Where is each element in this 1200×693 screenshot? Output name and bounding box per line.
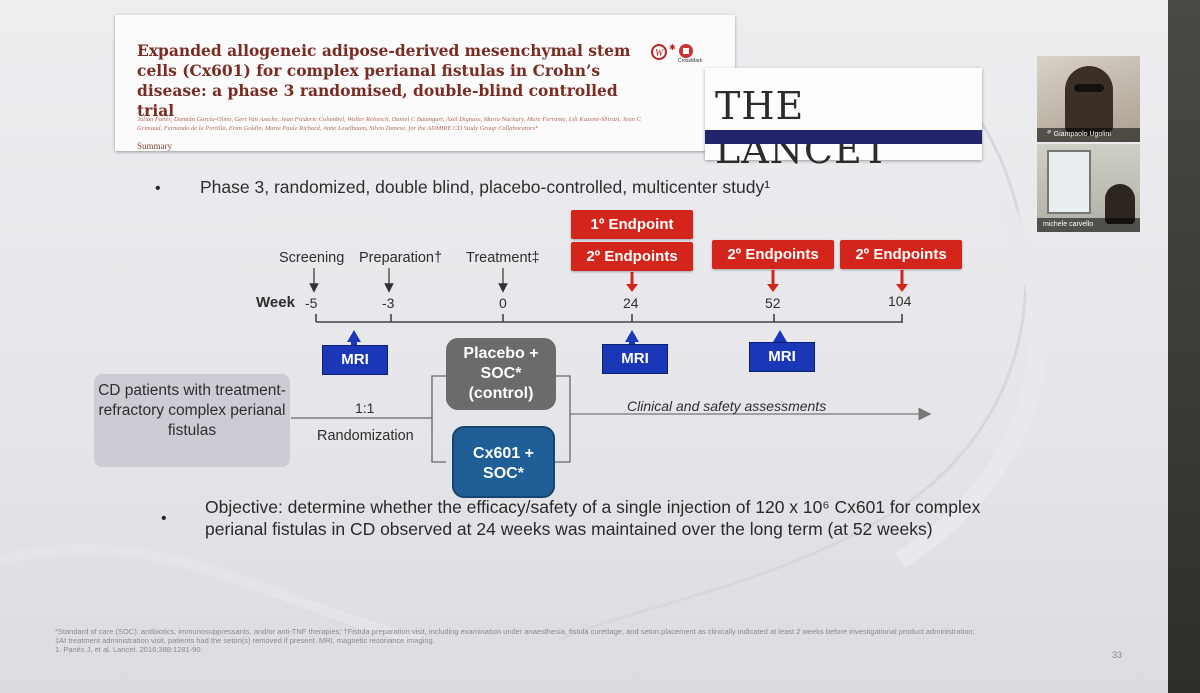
week-label: Week — [256, 294, 295, 311]
week-52: 52 — [765, 295, 781, 311]
presentation-slide: Expanded allogeneic adipose-derived mese… — [0, 0, 1168, 693]
journal-issue-bar — [705, 130, 982, 144]
svg-text:✱: ✱ — [669, 43, 676, 52]
svg-text:W: W — [655, 48, 665, 59]
paper-citation-card: Expanded allogeneic adipose-derived mese… — [115, 15, 735, 151]
glasses-icon — [1074, 84, 1104, 92]
randomization-label: Randomization — [317, 428, 414, 444]
week-0: 0 — [499, 295, 507, 311]
week-104: 104 — [888, 293, 912, 309]
screening-label: Screening — [279, 250, 345, 266]
study-design-bullet: Phase 3, randomized, double blind, place… — [200, 177, 771, 197]
participant-name-1-text: Giampaolo Ugolini — [1053, 131, 1111, 138]
week-24: 24 — [623, 295, 639, 311]
mri-box-week52: MRI — [749, 342, 815, 372]
bullet-dot: • — [155, 180, 161, 197]
window-background — [1047, 150, 1091, 214]
ratio-label: 1:1 — [355, 400, 375, 416]
footnote-2: ‡At treatment administration visit, pati… — [55, 636, 435, 645]
primary-endpoint-box: 1º Endpoint — [571, 210, 693, 239]
page-number: 33 — [1112, 650, 1123, 660]
mri-box-week24: MRI — [602, 344, 668, 374]
paper-authors: Julián Panés, Damián García-Olmo, Gert V… — [137, 116, 641, 132]
week-minus3: -3 — [382, 295, 395, 311]
slide-decoration — [0, 119, 1048, 645]
crossmark-label: CrossMark — [678, 58, 703, 64]
population-box: CD patients with treatment-refractory co… — [94, 374, 290, 467]
footnote-1: *Standard of care (SOC): antibiotics, im… — [55, 627, 975, 636]
secondary-endpoints-box-52: 2º Endpoints — [712, 240, 834, 269]
treatment-label: Treatment‡ — [466, 250, 540, 266]
crossmark-logo: W ✱ CrossMark — [650, 40, 710, 64]
assessments-label: Clinical and safety assessments — [627, 398, 827, 414]
secondary-endpoints-box-24: 2º Endpoints — [571, 242, 693, 271]
cx601-arm-box: Cx601 + SOC* — [452, 426, 555, 498]
video-tile-1[interactable]: 🎤 Giampaolo Ugolini — [1037, 56, 1140, 142]
mri-box-screening: MRI — [322, 345, 388, 375]
placebo-arm-box: Placebo + SOC* (control) — [446, 338, 556, 410]
objective-text: Objective: determine whether the efficac… — [205, 497, 981, 539]
paper-title: Expanded allogeneic adipose-derived mese… — [137, 41, 631, 120]
bullet-dot-2: • — [161, 510, 167, 527]
secondary-endpoints-box-104: 2º Endpoints — [840, 240, 962, 269]
timeline-graphics — [291, 268, 932, 463]
participant-avatar-2 — [1105, 184, 1135, 224]
footnotes: *Standard of care (SOC): antibiotics, im… — [55, 627, 1065, 654]
week-minus5: -5 — [305, 295, 318, 311]
footnote-3: 1. Panés J, et al. Lancet. 2016;388:1281… — [55, 645, 203, 654]
video-tile-2[interactable]: michele carvello — [1037, 144, 1140, 232]
paper-summary-heading: Summary — [137, 141, 172, 151]
participant-name-2: michele carvello — [1037, 218, 1140, 232]
lancet-cover: THE LANCET — [705, 68, 982, 172]
preparation-label: Preparation† — [359, 250, 443, 266]
participant-name-1: 🎤 Giampaolo Ugolini — [1037, 128, 1140, 142]
participant-avatar-1 — [1065, 66, 1113, 136]
